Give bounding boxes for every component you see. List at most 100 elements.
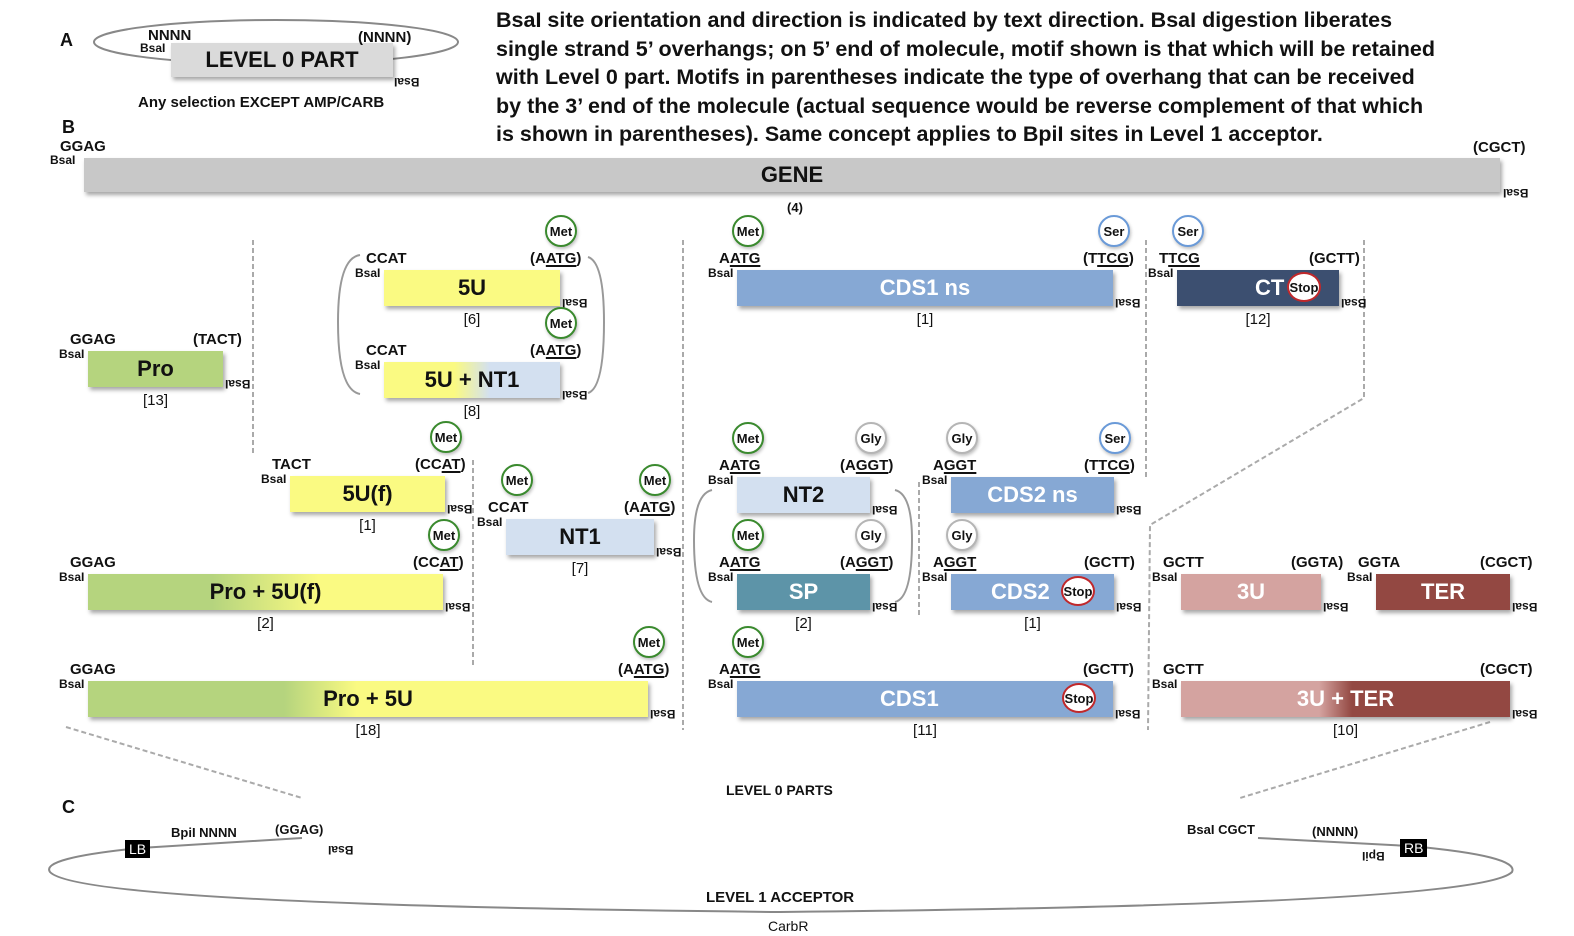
gene-bar: GENE <box>84 158 1500 192</box>
part-label: CDS1 <box>880 686 939 711</box>
gene-label: GENE <box>760 162 824 187</box>
acceptor-left-site: BsaI <box>328 843 354 857</box>
part-right-site-5u-nt1: BsaI <box>562 388 588 402</box>
part-left-overhang-ter: GGTA <box>1358 554 1401 571</box>
part-label: Pro <box>137 356 174 381</box>
part-left-site-pro: BsaI <box>59 347 85 361</box>
part-count-5u-nt1: [8] <box>463 403 481 420</box>
part-right-overhang-3u-ter: (CGCT) <box>1480 661 1533 678</box>
acceptor-right-overhang: (NNNN) <box>1312 824 1359 839</box>
part-label: 5U <box>457 275 487 300</box>
part-bar-5u-nt1: 5U + NT1 <box>384 362 560 398</box>
part-count-nt1: [7] <box>571 560 589 577</box>
part-label: CDS1 ns <box>879 275 971 300</box>
part-left-site-nt2: BsaI <box>708 473 734 487</box>
part-label: 5U + NT1 <box>424 367 520 392</box>
part-bar-sp: SP <box>737 574 870 610</box>
amino-acid-met-icon: Met <box>428 519 460 551</box>
level1-acceptor-selection: CarbR <box>768 918 809 934</box>
part-left-site-pro-5u: BsaI <box>59 677 85 691</box>
part-left-overhang-3u-ter: GCTT <box>1163 661 1204 678</box>
amino-acid-ser-icon: Ser <box>1099 422 1131 454</box>
part-right-overhang-nt2: (AGGT) <box>840 457 894 474</box>
part-right-overhang-ct: (GCTT) <box>1309 250 1360 267</box>
part-left-site-cds1: BsaI <box>708 677 734 691</box>
amino-acid-gly-icon: Gly <box>946 519 978 551</box>
panel-label-c: C <box>62 797 75 817</box>
amino-acid-met-icon: Met <box>430 421 462 453</box>
part-left-site-5u: BsaI <box>355 266 381 280</box>
panel-a-left-site: BsaI <box>140 41 166 55</box>
part-right-overhang-5uf: (CCAT) <box>415 456 466 473</box>
part-count-sp: [2] <box>795 615 812 632</box>
amino-acid-gly-icon: Gly <box>855 519 887 551</box>
part-left-overhang-pro-5uf: GGAG <box>70 554 116 571</box>
panel-a-right-site: BsaI <box>394 75 420 89</box>
part-right-site-ter: BsaI <box>1512 600 1538 614</box>
panel-a-left-overhang: NNNN <box>148 27 192 44</box>
part-label: Pro + 5U <box>323 686 413 711</box>
bracket-nt2-right <box>894 489 914 603</box>
stop-codon-icon: Stop <box>1061 576 1095 606</box>
part-left-site-ct: BsaI <box>1148 266 1174 280</box>
part-right-site-ct: BsaI <box>1341 296 1367 310</box>
level0-part-label: LEVEL 0 PART <box>205 47 359 72</box>
part-left-overhang-nt1: CCAT <box>488 499 529 516</box>
part-right-site-sp: BsaI <box>872 600 898 614</box>
part-label: CDS2 ns <box>987 482 1078 507</box>
part-right-overhang-sp: (AGGT) <box>840 554 894 571</box>
part-bar-cds1: CDS1 Stop <box>737 681 1113 717</box>
acceptor-left-overhang: (GGAG) <box>275 822 324 837</box>
part-bar-5u: 5U <box>384 270 560 306</box>
part-left-site-cds2ns: BsaI <box>922 473 948 487</box>
part-bar-cds1ns: CDS1 ns <box>737 270 1113 306</box>
part-left-overhang-ct: TTCG <box>1159 250 1200 267</box>
level1-acceptor-label: LEVEL 1 ACCEPTOR <box>706 889 855 906</box>
amino-acid-ser-icon: Ser <box>1172 215 1204 247</box>
stop-codon-icon: Stop <box>1287 272 1321 302</box>
gene-left-overhang: GGAG <box>60 138 106 155</box>
part-left-site-5u-nt1: BsaI <box>355 358 381 372</box>
part-right-overhang-cds2: (GCTT) <box>1084 554 1135 571</box>
part-label: 5U(f) <box>342 481 393 506</box>
right-border-rb: RB <box>1400 839 1428 857</box>
part-bar-pro: Pro <box>88 351 223 387</box>
part-left-overhang-nt2: AATG <box>719 457 761 474</box>
part-label: CT <box>1255 275 1285 300</box>
part-right-overhang-cds2ns: (TTCG) <box>1084 457 1135 474</box>
part-right-site-pro: BsaI <box>225 377 251 391</box>
legend-description: BsaI site orientation and direction is i… <box>496 8 1435 146</box>
part-right-site-nt2: BsaI <box>872 503 898 517</box>
part-count-cds1ns: [1] <box>916 311 934 328</box>
part-right-site-5uf: BsaI <box>447 502 473 516</box>
part-count-ct: [12] <box>1245 311 1271 328</box>
part-left-overhang-5u: CCAT <box>366 250 407 267</box>
part-bar-3u-ter: 3U + TER <box>1181 681 1510 717</box>
part-left-site-sp: BsaI <box>708 570 734 584</box>
amino-acid-met-icon: Met <box>545 215 577 247</box>
part-left-site-3u-ter: BsaI <box>1152 677 1178 691</box>
level0-part-box: LEVEL 0 PART <box>171 43 393 77</box>
part-right-site-pro-5u: BsaI <box>650 707 676 721</box>
acceptor-left-text: BpiI NNNN <box>171 825 237 840</box>
part-right-overhang-pro-5u: (AATG) <box>618 661 670 678</box>
part-right-overhang-cds1ns: (TTCG) <box>1083 250 1134 267</box>
part-left-site-cds1ns: BsaI <box>708 266 734 280</box>
amino-acid-met-icon: Met <box>732 215 764 247</box>
part-bar-ter: TER <box>1376 574 1510 610</box>
part-left-overhang-cds2ns: AGGT <box>933 457 977 474</box>
part-count-pro: [13] <box>142 392 169 409</box>
part-bar-5uf: 5U(f) <box>290 476 445 512</box>
stop-codon-icon: Stop <box>1062 683 1096 713</box>
part-label: SP <box>788 579 819 604</box>
part-label: NT2 <box>782 482 825 507</box>
acceptor-right-site: BpiI <box>1362 849 1385 863</box>
part-right-site-cds1: BsaI <box>1115 707 1141 721</box>
part-right-overhang-nt1: (AATG) <box>624 499 676 516</box>
panel-label-b: B <box>62 117 75 137</box>
gene-left-site: BsaI <box>50 153 76 167</box>
part-label: 3U + TER <box>1296 686 1395 711</box>
separator-left-diag <box>65 726 303 799</box>
part-count-3u-ter: [10] <box>1332 722 1359 739</box>
amino-acid-ser-icon: Ser <box>1098 215 1130 247</box>
